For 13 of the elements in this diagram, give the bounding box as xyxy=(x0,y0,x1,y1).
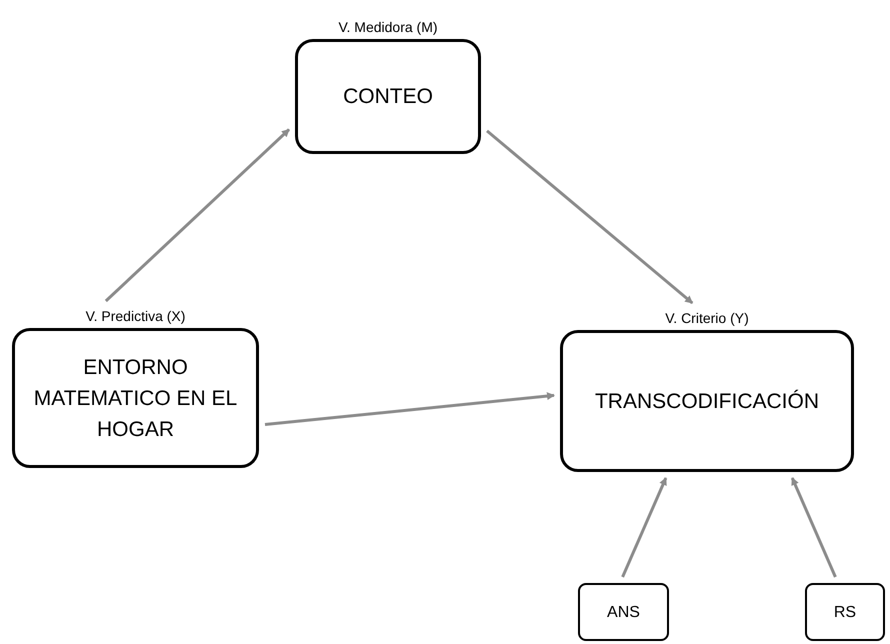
variable-label: V. Criterio (Y) xyxy=(665,309,749,327)
arrow xyxy=(790,477,837,578)
box-text: CONTEO xyxy=(343,84,433,110)
box-text: RS xyxy=(834,602,856,622)
arrow xyxy=(486,130,694,304)
box-text: ANS xyxy=(607,602,640,622)
arrow xyxy=(621,477,668,578)
box-text: ENTORNO MATEMATICO EN EL HOGAR xyxy=(32,354,238,442)
arrow xyxy=(264,392,555,426)
arrow xyxy=(104,128,290,302)
variable-label: V. Predictiva (X) xyxy=(86,307,186,325)
box-text: TRANSCODIFICACIÓN xyxy=(594,388,819,414)
variable-label: V. Medidora (M) xyxy=(338,18,438,36)
